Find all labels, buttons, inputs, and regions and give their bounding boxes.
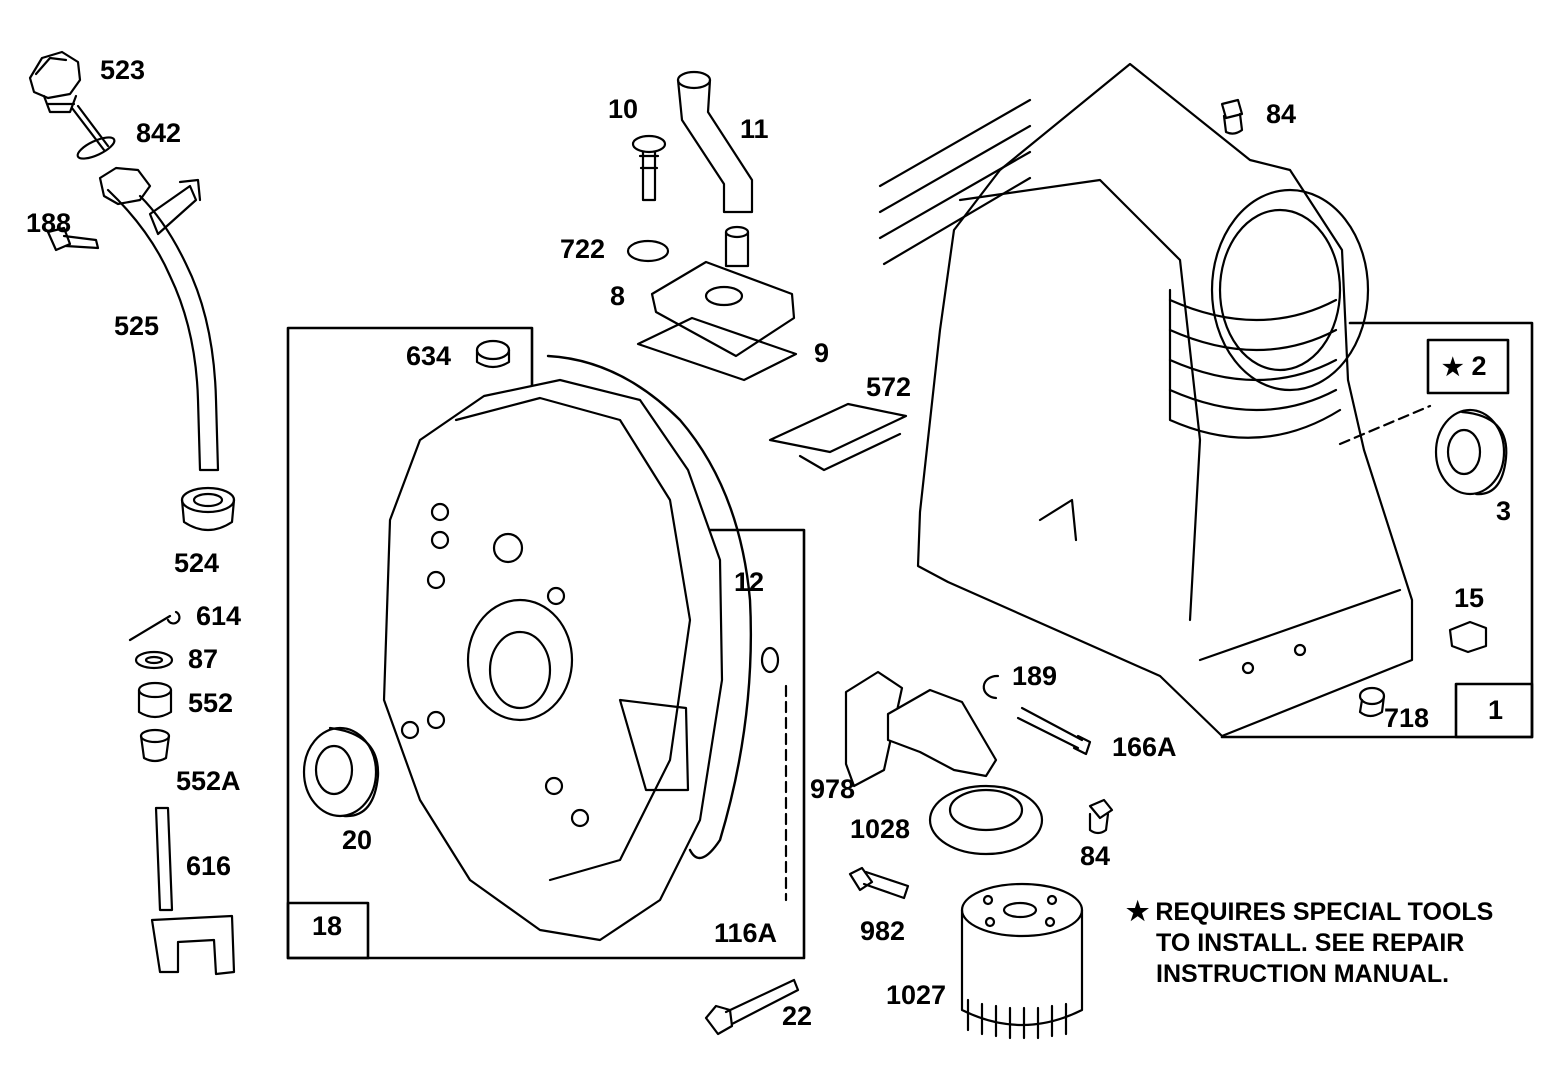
note-line-3: INSTRUCTION MANUAL.	[1156, 960, 1450, 988]
bushing-552	[137, 681, 173, 719]
cylinder-block-1	[878, 62, 1414, 738]
label-20: 20	[342, 825, 373, 855]
label-1028: 1028	[850, 814, 911, 844]
label-523: 523	[100, 55, 146, 85]
label-614: 614	[196, 601, 242, 631]
label-572: 572	[866, 372, 912, 402]
stud-166a	[1016, 706, 1092, 756]
group-box-1-tag	[1454, 682, 1534, 739]
note-line-2: TO INSTALL. SEE REPAIR	[1156, 929, 1465, 957]
bolt-982	[848, 866, 910, 900]
label-634: 634	[406, 341, 452, 371]
gasket-9	[636, 316, 798, 382]
label-188: 188	[26, 208, 72, 238]
seal-3	[1434, 408, 1508, 496]
label-10: 10	[608, 94, 639, 124]
label-12: 12	[734, 567, 765, 597]
breather-tube-11	[676, 70, 754, 214]
special-tools-note: ★REQUIRES SPECIAL TOOLS TO INSTALL. SEE …	[1126, 896, 1493, 990]
label-189: 189	[1012, 661, 1058, 691]
star-icon: ★	[1442, 354, 1464, 381]
plug-15	[1448, 620, 1488, 654]
label-9: 9	[814, 338, 830, 368]
washer-87	[134, 650, 174, 670]
bolt-22	[704, 978, 800, 1036]
label-842: 842	[136, 118, 182, 148]
label-22: 22	[782, 1001, 813, 1031]
seal-20	[302, 726, 380, 818]
label-552: 552	[188, 688, 234, 718]
plug-84-bottom	[1088, 798, 1114, 835]
plate-572	[768, 402, 908, 472]
label-552a: 552A	[176, 766, 241, 796]
o-ring-722	[626, 239, 670, 263]
cap-552a	[139, 728, 171, 763]
label-87: 87	[188, 644, 219, 674]
group-box-1	[1220, 321, 1534, 739]
crankcase-cover-18	[382, 378, 724, 942]
callout-box-2	[1426, 338, 1510, 395]
callout-2-number: 2	[1471, 351, 1487, 381]
label-84-bottom: 84	[1080, 841, 1111, 871]
retaining-ring-189	[982, 674, 1000, 700]
label-525: 525	[114, 311, 160, 341]
label-722: 722	[560, 234, 606, 264]
group-box-18-tag	[286, 901, 370, 960]
dipstick-tube-525	[98, 166, 220, 472]
o-ring-116a	[760, 646, 780, 674]
label-1: 1	[1488, 695, 1504, 725]
grommet-524	[180, 486, 236, 532]
dipstick-cap-523	[28, 50, 110, 152]
label-8: 8	[610, 281, 626, 311]
bolt-10	[631, 134, 667, 202]
o-ring-842	[76, 136, 116, 160]
filter-adapter-1028	[886, 688, 1044, 856]
label-166a: 166A	[1112, 732, 1177, 762]
label-1027: 1027	[886, 980, 947, 1010]
label-15: 15	[1454, 583, 1485, 613]
plug-84-top	[1220, 98, 1244, 135]
label-2: ★2	[1442, 353, 1487, 380]
label-982: 982	[860, 916, 906, 946]
label-978: 978	[810, 774, 856, 804]
gasket-12	[546, 354, 753, 860]
label-18: 18	[312, 911, 343, 941]
label-84-top: 84	[1266, 99, 1297, 129]
note-line-1-text: REQUIRES SPECIAL TOOLS	[1155, 898, 1494, 926]
seal-634	[475, 339, 511, 369]
label-718: 718	[1384, 703, 1430, 733]
dowel-718	[1358, 686, 1386, 718]
note-line-1: ★REQUIRES SPECIAL TOOLS	[1126, 896, 1493, 928]
label-116a: 116A	[714, 918, 778, 948]
label-11: 11	[740, 114, 769, 144]
breather-8	[650, 225, 796, 358]
pin-614	[128, 610, 181, 642]
bolt-188	[46, 226, 100, 252]
oil-filter-1027	[960, 882, 1084, 1040]
label-524: 524	[174, 548, 220, 578]
label-616: 616	[186, 851, 232, 881]
gasket-978	[844, 670, 904, 788]
governor-shaft-616	[150, 806, 236, 976]
label-3: 3	[1496, 496, 1512, 526]
star-icon: ★	[1126, 896, 1150, 926]
